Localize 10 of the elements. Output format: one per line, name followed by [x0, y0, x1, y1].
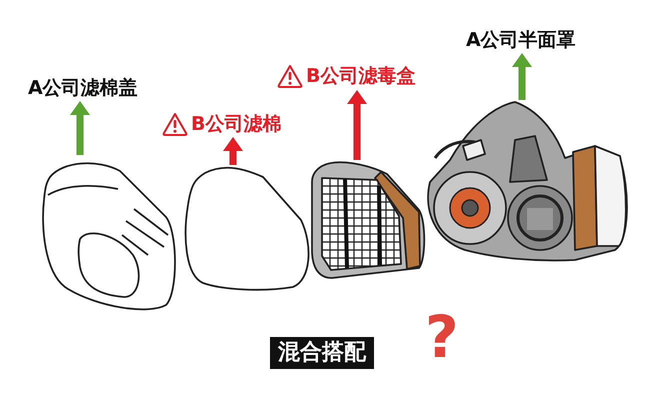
part-label: A公司滤棉盖	[28, 76, 138, 100]
caption-tag: 混合搭配	[270, 337, 374, 369]
part-label: B公司滤毒盒	[306, 64, 416, 88]
part-label: B公司滤棉	[191, 112, 282, 136]
arrow	[70, 101, 90, 155]
arrow	[347, 90, 367, 160]
arrow	[223, 137, 243, 165]
arrow	[512, 53, 532, 100]
question-mark: ?	[425, 305, 459, 369]
part-label: A公司半面罩	[466, 28, 576, 52]
